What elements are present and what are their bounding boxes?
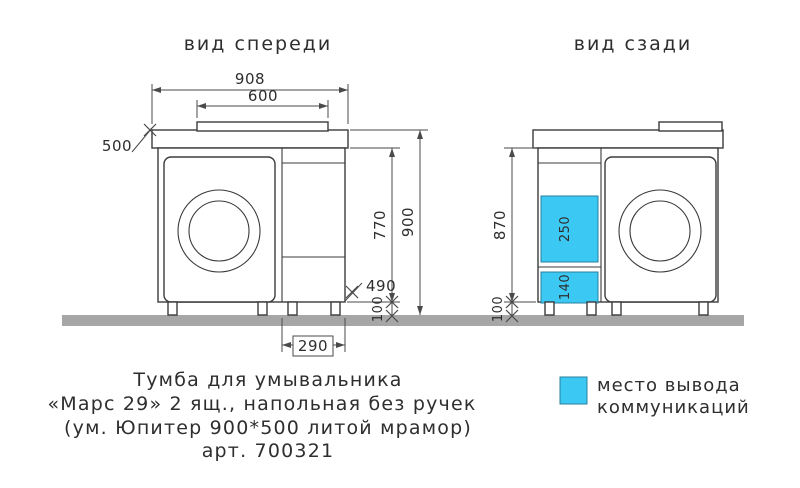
caption-line1: Тумба для умывальника [132,369,402,391]
legend-swatch [559,376,588,405]
legend-label-line1: место вывода [597,375,741,396]
dim-250-label: 250 [558,216,573,242]
front-dim-legs-height: 100 [371,295,399,323]
front-dim-total-width: 908 [151,70,349,124]
back-washing-machine [604,156,717,303]
back-outlet-lower: 140 [540,271,599,304]
dim-500-label: 500 [102,137,132,155]
dim-490-label: 490 [366,277,396,295]
front-legs [167,301,341,316]
back-dim-legs-height: 100 [491,295,519,323]
back-countertop [532,129,724,149]
front-washing-machine [163,156,276,303]
outlet-lower-rect [540,271,599,304]
back-dim-100-label: 100 [491,296,506,322]
dim-770-label: 770 [371,210,389,240]
dim-290-box [292,335,334,357]
outlet-upper-rect [540,195,599,263]
dim-870-label: 870 [491,210,509,240]
back-view-title: вид сзади [574,33,692,55]
front-sink-top [196,121,329,132]
front-view-title: вид спереди [184,33,333,55]
back-legs [544,301,709,316]
front-dim-100-label: 100 [371,296,386,322]
back-sink-top [658,121,723,132]
dim-140-label: 140 [558,274,573,300]
washer-door-outer [177,189,261,273]
dim-600-label: 600 [248,87,278,105]
dim-290-label: 290 [298,337,328,355]
front-dim-plinth: 490 [344,277,396,302]
back-washer-door-outer [618,189,702,273]
back-dim-height: 870 [491,147,536,303]
front-view: вид спереди 908 [102,33,428,357]
legend: место вывода коммуникаций [559,375,750,418]
front-dim-body-height: 770 [347,147,400,303]
floor-line [62,315,744,326]
front-dim-drawer-width: 290 [281,318,346,357]
caption: Тумба для умывальника «Марс 29» 2 ящ., н… [47,369,476,462]
front-dim-total-height: 900 [350,129,428,315]
dim-908-label: 908 [235,70,265,88]
back-outlet-upper: 250 [540,195,599,263]
legend-label-line2: коммуникаций [597,397,750,418]
caption-line4: арт. 700321 [202,440,335,462]
front-countertop [151,129,349,149]
washer-door-inner [188,200,250,262]
caption-line3: (ум. Юпитер 900*500 литой мрамор) [64,417,472,439]
dim-900-label: 900 [399,207,417,237]
back-washer-door-inner [629,200,691,262]
front-dim-depth: 500 [102,123,157,155]
back-view: вид сзади 250 140 [491,33,724,323]
front-dim-sink-width: 600 [196,87,329,118]
caption-line2: «Марс 29» 2 ящ., напольная без ручек [47,393,476,415]
